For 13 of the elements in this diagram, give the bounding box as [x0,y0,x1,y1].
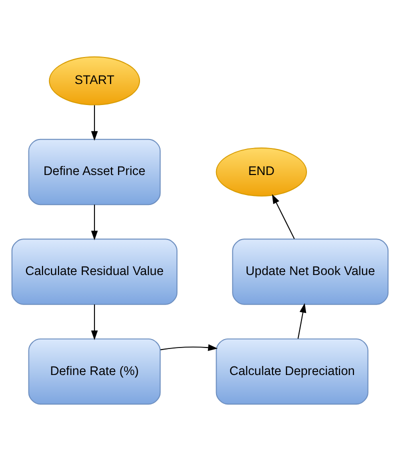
arrow [272,194,295,239]
arrow [298,302,306,339]
node-box: Calculate Residual Value [11,238,178,304]
node-ellipse: END [216,147,307,196]
arrow [91,104,98,140]
arrow [91,204,98,240]
node-box: Define Asset Price [28,138,161,205]
arrow [91,304,98,340]
node-box: Define Rate (%) [28,338,161,404]
node-ellipse: START [48,56,140,105]
node-box: Update Net Book Value [232,238,389,304]
node-box: Calculate Depreciation [216,338,368,404]
arrow [160,344,218,350]
